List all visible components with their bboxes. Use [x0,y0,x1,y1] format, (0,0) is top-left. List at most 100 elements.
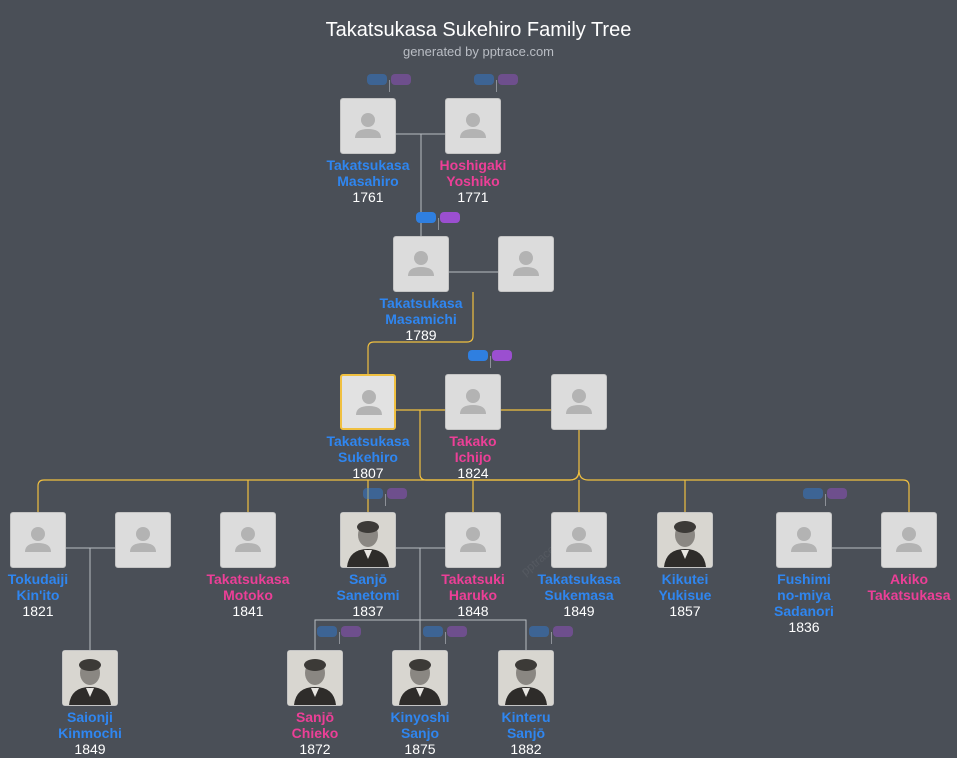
birth-year: 1872 [299,741,331,757]
parents-toggle-button[interactable] [416,212,436,223]
descent-line [37,469,580,512]
portrait-photo-icon [63,651,117,705]
relatives-toggle-button[interactable] [498,74,518,85]
birth-year: 1875 [404,741,436,757]
parents-toggle-button[interactable] [803,488,823,499]
relatives-toggle-button[interactable] [440,212,460,223]
person-card-takako[interactable] [445,374,501,430]
parents-toggle-button[interactable] [474,74,494,85]
pill-connector [389,80,390,92]
person-card-sanetomi[interactable] [340,512,396,568]
relatives-toggle-button[interactable] [391,74,411,85]
person-name: Kinyoshi [390,709,450,725]
descent-line [314,548,421,650]
portrait-photo-icon [393,651,447,705]
person-placeholder-icon [25,527,51,552]
person-placeholder-icon [460,389,486,414]
relatives-toggle-button[interactable] [387,488,407,499]
person-name: Sanjō [295,709,335,725]
person-placeholder-icon [566,389,592,414]
person-name: Kinteru [501,709,551,725]
person-card-masamichi_sp[interactable] [498,236,554,292]
person-card-motoko[interactable] [220,512,276,568]
person-name: Haruko [448,587,498,603]
person-card-akiko[interactable] [881,512,937,568]
person-card-sukehiro_sp2[interactable] [551,374,607,430]
person-card-kinyoshi[interactable] [392,650,448,706]
person-name: Sanetomi [336,587,400,603]
person-name: Hoshigaki [439,157,507,173]
person-name: Sukehiro [338,449,398,465]
person-card-masamichi[interactable] [393,236,449,292]
parents-toggle-button[interactable] [363,488,383,499]
parents-toggle-button[interactable] [367,74,387,85]
relatives-toggle-button[interactable] [341,626,361,637]
relatives-toggle-button[interactable] [553,626,573,637]
birth-year: 1807 [352,465,384,481]
person-name: Kikutei [661,571,709,587]
person-card-kinito[interactable] [10,512,66,568]
birth-year: 1824 [457,465,489,481]
person-card-sukehiro[interactable] [340,374,396,430]
person-card-yukisue[interactable] [657,512,713,568]
person-name: Saionji [67,709,113,725]
parents-toggle-button[interactable] [468,350,488,361]
birth-year: 1841 [232,603,264,619]
pill-connector [825,494,826,506]
person-name: Kinmochi [58,725,122,741]
person-name: Masamichi [385,311,457,327]
person-card-masahiro[interactable] [340,98,396,154]
page-subtitle: generated by pptrace.com [402,44,555,59]
person-name: Takatsukasa [326,433,410,449]
person-name: Ichijo [454,449,492,465]
parents-toggle-button[interactable] [529,626,549,637]
descent-line [420,619,527,650]
person-card-haruko[interactable] [445,512,501,568]
descent-line [578,469,910,512]
person-name: Takatsuki [441,571,505,587]
person-card-kinmochi[interactable] [62,650,118,706]
parents-toggle-button[interactable] [423,626,443,637]
relatives-toggle-button[interactable] [827,488,847,499]
person-card-kinteru[interactable] [498,650,554,706]
portrait-photo-icon [658,513,712,567]
parents-toggle-button[interactable] [317,626,337,637]
birth-year: 1857 [669,603,701,619]
birth-year: 1882 [510,741,542,757]
person-card-yoshiko[interactable] [445,98,501,154]
person-name: Sadanori [774,603,834,619]
pill-connector [339,632,340,644]
person-placeholder-icon [356,390,382,415]
person-placeholder-icon [130,527,156,552]
pill-connector [385,494,386,506]
person-name: Sanjo [400,725,440,741]
relatives-toggle-button[interactable] [492,350,512,361]
person-card-kinito_sp[interactable] [115,512,171,568]
person-card-chieko[interactable] [287,650,343,706]
person-placeholder-icon [513,251,539,276]
person-card-sukemasa[interactable] [551,512,607,568]
person-name: Takatsukasa [379,295,463,311]
person-card-sadanori[interactable] [776,512,832,568]
pill-connector [445,632,446,644]
relatives-toggle-button[interactable] [447,626,467,637]
person-name: Takatsukasa [867,587,951,603]
